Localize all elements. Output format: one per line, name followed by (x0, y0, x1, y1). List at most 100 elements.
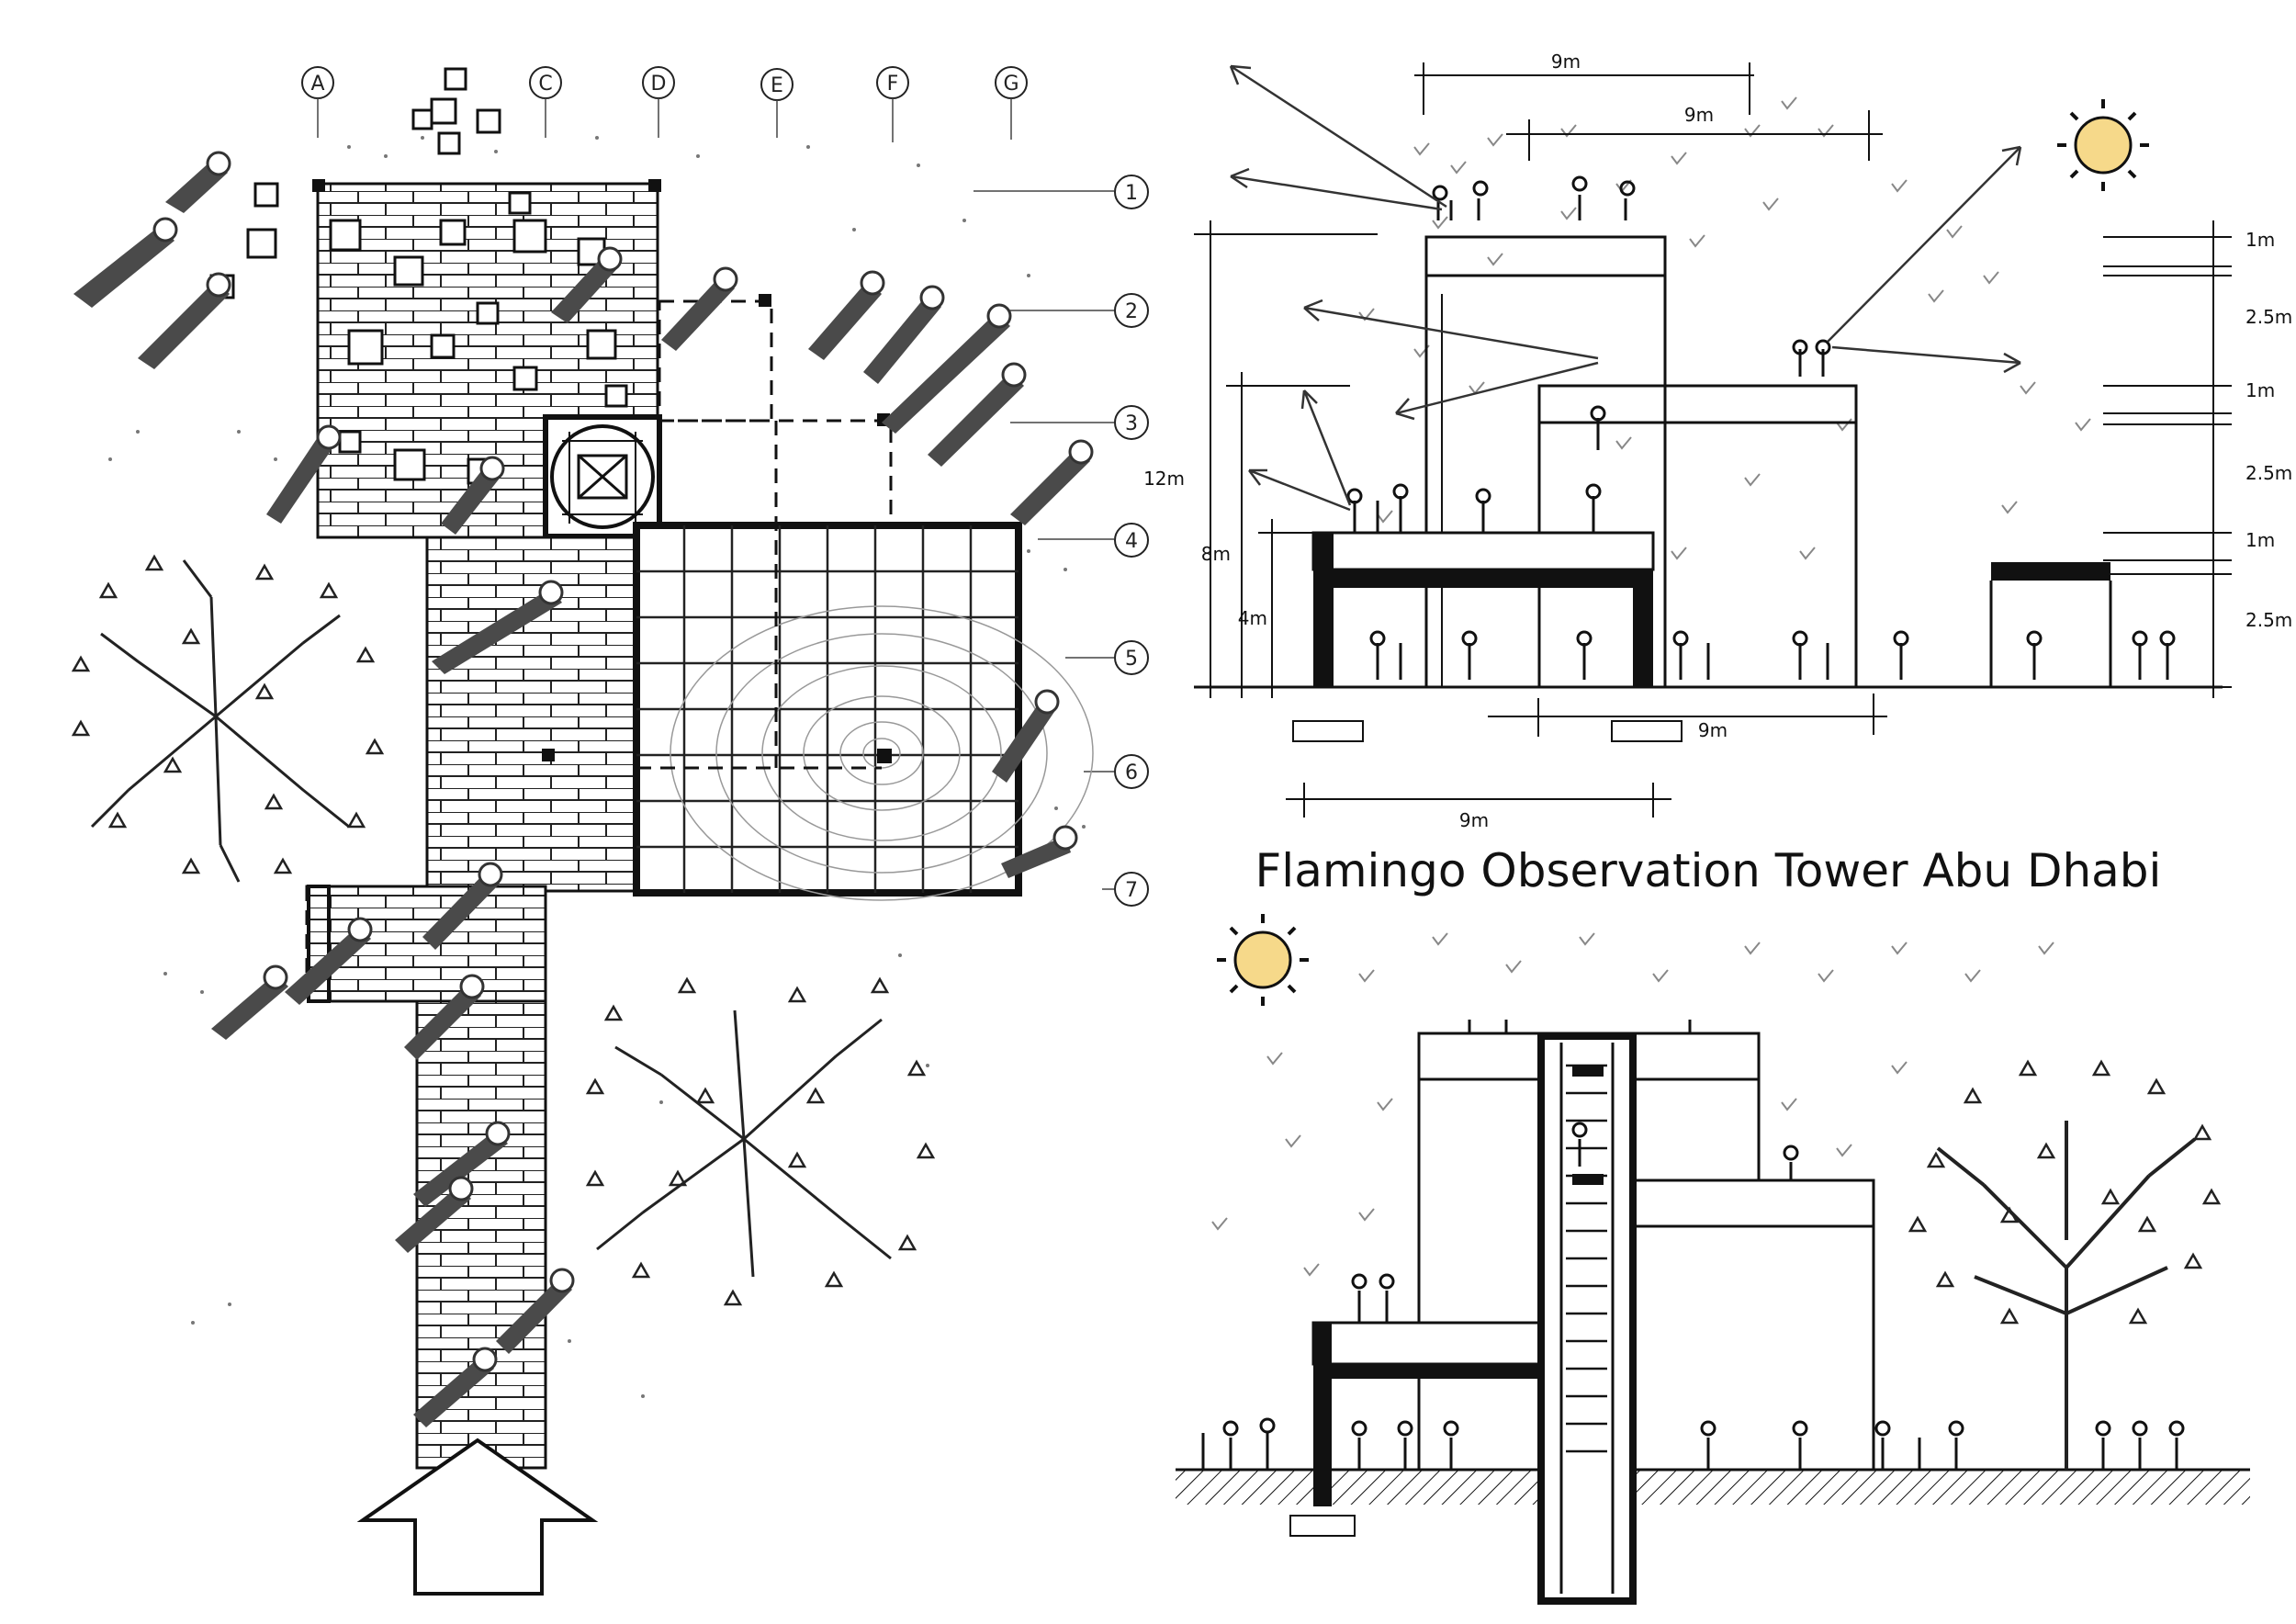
flamingo-flock (73, 151, 1094, 1427)
grid-marker-3: 3 (1010, 405, 1149, 440)
tree-elevation (1908, 1059, 2222, 1470)
low-deck-front (1311, 1321, 1545, 1366)
people-figures (1346, 175, 2176, 680)
flamingo-mark (165, 151, 231, 213)
flamingo-mark (863, 285, 945, 384)
grid-label-4: 4 (1125, 530, 1138, 553)
grid-label-3: 3 (1125, 412, 1138, 435)
elevation-drawing (1176, 914, 2250, 1605)
grid-label-5: 5 (1125, 648, 1138, 671)
flamingo-mark (432, 580, 564, 674)
people-figures (1201, 1020, 2185, 1470)
grid-marker-2: 2 (1001, 293, 1149, 328)
vertical-dimensions-left (1194, 220, 1378, 698)
stair-treads (1566, 1064, 1607, 1453)
tower-front-middle (1633, 1179, 1875, 1472)
flamingo-mark (404, 974, 485, 1060)
dim-label-2.5m-c: 2.5m (2245, 609, 2292, 631)
grid-marker-c: C (529, 66, 562, 138)
dim-label-2.5m-a: 2.5m (2245, 306, 2292, 328)
sun-icon (1217, 914, 1309, 1006)
flamingo-mark (1010, 439, 1094, 525)
dim-label-1m-a: 1m (2245, 229, 2275, 251)
flamingo-mark (551, 246, 623, 323)
dim-label-9m-top: 9m (1551, 51, 1581, 73)
footing-left (1292, 720, 1364, 742)
dim-label-8m: 8m (1201, 543, 1231, 565)
flamingo-mark (73, 217, 178, 308)
grid-label-7: 7 (1125, 879, 1138, 902)
flamingo-mark (441, 456, 505, 535)
grid-label-6: 6 (1125, 761, 1138, 784)
footing-front (1289, 1515, 1356, 1537)
kiosk-roof (1991, 562, 2110, 581)
flamingo-mark (285, 917, 373, 1005)
flamingo-mark (882, 303, 1012, 434)
grid-label-2: 2 (1125, 300, 1138, 323)
grid-marker-5: 5 (1065, 640, 1149, 675)
horizontal-dimensions (1286, 62, 1887, 818)
flamingo-mark (413, 1347, 498, 1427)
grid-label-g: G (1003, 73, 1019, 96)
grid-label-a: A (310, 73, 324, 96)
dim-label-12m: 12m (1143, 468, 1185, 490)
grid-marker-1: 1 (974, 175, 1149, 209)
vertical-dimensions-right (2103, 220, 2232, 698)
tree-plan-right (585, 976, 936, 1306)
flamingo-mark (808, 270, 885, 360)
dim-label-2.5m-b: 2.5m (2245, 462, 2292, 484)
grid-marker-7: 7 (1102, 872, 1149, 907)
grid-column-markers: A C D E F (301, 66, 1028, 142)
flamingo-mark (266, 424, 342, 524)
dim-label-9m-base-left: 9m (1459, 809, 1489, 831)
view-arrows (1229, 64, 2022, 512)
sun-icon (2057, 99, 2149, 191)
entrance-arrow (356, 1438, 599, 1596)
dim-label-9m-second: 9m (1684, 104, 1714, 126)
stair-core (543, 414, 662, 539)
grid-label-f: F (887, 73, 899, 96)
flamingo-mark (138, 272, 231, 369)
drawing-title: Flamingo Observation Tower Abu Dhabi (1255, 844, 2162, 897)
flamingo-mark (395, 1176, 474, 1253)
low-deck-parapet (1311, 531, 1655, 571)
flamingo-mark (661, 266, 738, 351)
grid-marker-d: D (642, 66, 675, 138)
flamingo-mark (413, 1121, 511, 1207)
dim-label-1m-b: 1m (2245, 379, 2275, 401)
side-platform (307, 885, 547, 1003)
grid-marker-f: F (876, 66, 909, 142)
tree-plan-left (71, 554, 385, 883)
dim-label-9m-base-right: 9m (1698, 719, 1728, 741)
flamingo-mark (422, 862, 503, 950)
tower-volume-top (1424, 235, 1667, 689)
low-deck-slab (1313, 570, 1653, 588)
section-drawing: 9m 9m 9m 9m 12m 8m 4m 1m 2.5m 1m 2.5m 1m… (1143, 51, 2292, 831)
grid-label-1: 1 (1125, 182, 1138, 205)
observation-deck-plan (542, 421, 1094, 901)
grid-marker-4: 4 (1038, 523, 1149, 558)
flamingo-mark (211, 964, 288, 1040)
dim-label-4m: 4m (1238, 607, 1267, 629)
grid-marker-e: E (760, 68, 793, 138)
grid-marker-a: A (301, 66, 334, 138)
stepping-stone-squares (209, 67, 628, 485)
grid-marker-6: 6 (1084, 754, 1149, 789)
flamingo-mark (496, 1268, 575, 1354)
grid-marker-g: G (995, 66, 1028, 140)
grid-row-markers: 1 2 3 4 5 (974, 175, 1149, 907)
flamingo-mark (928, 362, 1027, 467)
grid-label-e: E (771, 74, 783, 97)
contour-rings (670, 605, 1094, 901)
ground-stipple (108, 136, 1086, 1398)
site-plan: A C D E F (71, 66, 1149, 1596)
grid-label-c: C (538, 73, 552, 96)
flamingo-mark (1001, 825, 1078, 878)
flamingo-mark (992, 689, 1060, 783)
walkway-upper (425, 536, 638, 893)
dim-label-1m-c: 1m (2245, 529, 2275, 551)
bird-flock-marks (1358, 96, 2091, 560)
grid-label-d: D (651, 73, 667, 96)
footing-right (1611, 720, 1683, 742)
